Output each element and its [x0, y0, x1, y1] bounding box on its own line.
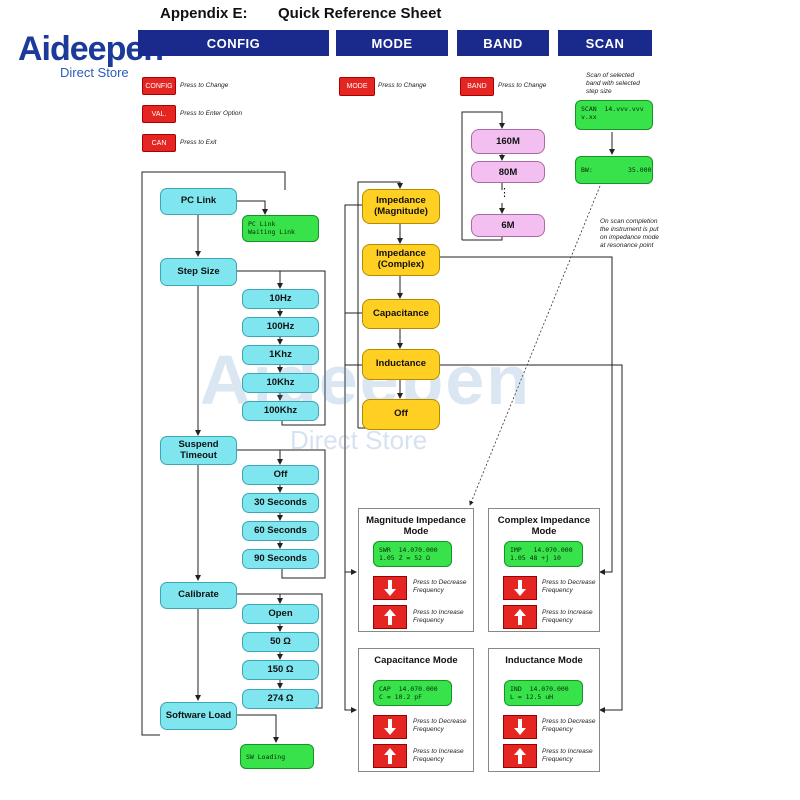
scan-completion-note: On scan completion the instrument is put…: [600, 218, 659, 250]
mode-impedance-complex[interactable]: Impedance (Complex): [362, 244, 440, 276]
timeout-30-seconds[interactable]: 30 Seconds: [242, 493, 319, 513]
increase-button[interactable]: [373, 605, 407, 629]
band-ellipsis: ⋮: [499, 187, 510, 199]
step-1khz[interactable]: 1Khz: [242, 345, 319, 365]
increase-button[interactable]: [373, 744, 407, 768]
timeout-60-seconds[interactable]: 60 Seconds: [242, 521, 319, 541]
config-suspend-timeout[interactable]: Suspend Timeout: [160, 436, 237, 465]
mode-off[interactable]: Off: [362, 399, 440, 430]
step-10khz[interactable]: 10Khz: [242, 373, 319, 393]
decrease-button[interactable]: [373, 715, 407, 739]
arrow-up-icon: [384, 748, 396, 764]
step-10hz[interactable]: 10Hz: [242, 289, 319, 309]
panel-complex-impedance-title: Complex Impedance Mode: [497, 515, 591, 537]
config-key[interactable]: CONFIG: [142, 77, 176, 95]
watermark-sub: Direct Store: [290, 425, 428, 455]
band-key[interactable]: BAND: [460, 77, 494, 96]
panel-capacitance-lcd: CAP 14.070.000 C = 10.2 pF: [373, 680, 452, 706]
step-100hz[interactable]: 100Hz: [242, 317, 319, 337]
scan-note: Scan of selected band with selected step…: [586, 72, 640, 96]
bandwidth-lcd: BW: 35.000: [575, 156, 653, 184]
mode-capacitance[interactable]: Capacitance: [362, 299, 440, 329]
mode-key-desc: Press to Change: [378, 82, 427, 89]
pc-link-lcd: PC Link Waiting Link: [242, 215, 319, 242]
panel-magnitude-impedance-title: Magnitude Impedance Mode: [366, 515, 466, 537]
can-key-desc: Press to Exit: [180, 139, 217, 146]
panel-inductance-lcd: IND 14.070.000 L = 12.5 uH: [504, 680, 583, 706]
arrow-up-icon: [514, 748, 526, 764]
mode-impedance-magnitude[interactable]: Impedance (Magnitude): [362, 189, 440, 224]
decrease-note: Press to Decrease Frequency: [542, 718, 596, 734]
decrease-button[interactable]: [503, 576, 537, 600]
increase-button[interactable]: [503, 605, 537, 629]
panel-complex-impedance-lcd: IMP 14.070.000 1.05 48 +j 10: [504, 541, 583, 567]
band-80m[interactable]: 80M: [471, 161, 545, 183]
appendix-label: Appendix E:: [160, 5, 248, 22]
increase-note: Press to Increase Frequency: [413, 748, 464, 764]
arrow-down-icon: [384, 719, 396, 735]
config-pc-link[interactable]: PC Link: [160, 188, 237, 215]
decrease-note: Press to Decrease Frequency: [413, 718, 467, 734]
timeout-off[interactable]: Off: [242, 465, 319, 485]
page-title: Quick Reference Sheet: [278, 5, 442, 22]
config-key-desc: Press to Change: [180, 82, 229, 89]
config-step-size[interactable]: Step Size: [160, 258, 237, 286]
increase-note: Press to Increase Frequency: [542, 748, 593, 764]
calibrate-274-ohm[interactable]: 274 Ω: [242, 689, 319, 709]
band-160m[interactable]: 160M: [471, 129, 545, 154]
decrease-button[interactable]: [503, 715, 537, 739]
calibrate-50-ohm[interactable]: 50 Ω: [242, 632, 319, 652]
store-logo-sub: Direct Store: [60, 65, 129, 80]
can-key[interactable]: CAN: [142, 134, 176, 152]
band-6m[interactable]: 6M: [471, 214, 545, 237]
mode-key[interactable]: MODE: [339, 77, 375, 96]
decrease-button[interactable]: [373, 576, 407, 600]
header-band: BAND: [457, 30, 549, 56]
header-scan: SCAN: [558, 30, 652, 56]
sw-loading-lcd: SW Loading: [240, 744, 314, 769]
increase-note: Press to Increase Frequency: [542, 609, 593, 625]
panel-magnitude-impedance-lcd: SWR 14.070.000 1.05 Z = 52 Ω: [373, 541, 452, 567]
step-100khz[interactable]: 100Khz: [242, 401, 319, 421]
arrow-up-icon: [384, 609, 396, 625]
config-software-load[interactable]: Software Load: [160, 702, 237, 730]
increase-button[interactable]: [503, 744, 537, 768]
arrow-down-icon: [514, 719, 526, 735]
val-key-desc: Press to Enter Option: [180, 110, 243, 117]
calibrate-open[interactable]: Open: [242, 604, 319, 624]
decrease-note: Press to Decrease Frequency: [413, 579, 467, 595]
panel-capacitance-title: Capacitance Mode: [374, 655, 458, 666]
calibrate-150-ohm[interactable]: 150 Ω: [242, 660, 319, 680]
timeout-90-seconds[interactable]: 90 Seconds: [242, 549, 319, 569]
arrow-down-icon: [514, 580, 526, 596]
arrow-up-icon: [514, 609, 526, 625]
mode-inductance[interactable]: Inductance: [362, 349, 440, 380]
scan-lcd: SCAN 14.vvv.vvv v.xx: [575, 100, 653, 130]
val-key[interactable]: VAL.: [142, 105, 176, 123]
band-key-desc: Press to Change: [498, 82, 547, 89]
panel-inductance-title: Inductance Mode: [505, 655, 583, 666]
header-mode: MODE: [336, 30, 448, 56]
config-calibrate[interactable]: Calibrate: [160, 582, 237, 609]
decrease-note: Press to Decrease Frequency: [542, 579, 596, 595]
arrow-down-icon: [384, 580, 396, 596]
increase-note: Press to Increase Frequency: [413, 609, 464, 625]
header-config: CONFIG: [138, 30, 329, 56]
